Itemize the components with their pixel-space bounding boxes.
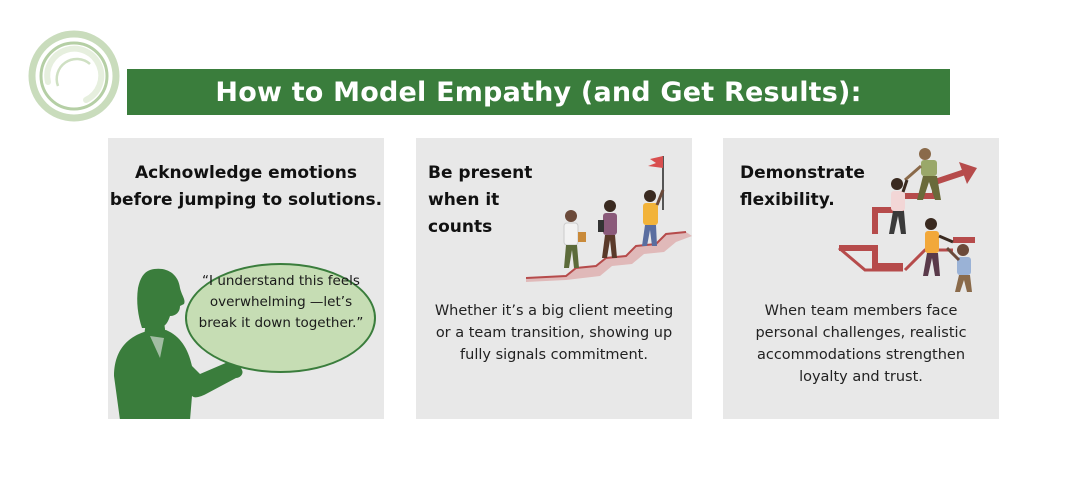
circle-swirl-logo-icon [28,30,120,122]
card-title: Be present when it counts [428,163,533,237]
card-title: Acknowledge emotions before jumping to s… [109,163,383,210]
card-body: Whether it’s a big client meeting or a t… [434,303,674,363]
card-title: Demonstrate flexibility. [740,163,865,210]
page-title: How to Model Empathy (and Get Results): [215,76,862,108]
card-demonstrate-flexibility: Demonstrate flexibility. When team membe… [723,138,999,419]
page-title-banner: How to Model Empathy (and Get Results): [127,69,950,115]
card-body: When team members face personal challeng… [755,303,967,385]
helping-hand-climb-icon [838,148,977,292]
speaking-person-silhouette-icon [114,268,255,419]
speech-bubble-quote: “I understand this feels overwhelming —l… [198,273,364,331]
speech-bubble [185,263,376,373]
card-acknowledge-emotions: Acknowledge emotions before jumping to s… [108,138,384,419]
climbing-stairs-flag-icon [526,156,692,282]
card-be-present: Be present when it counts Whether it’s a… [416,138,692,419]
